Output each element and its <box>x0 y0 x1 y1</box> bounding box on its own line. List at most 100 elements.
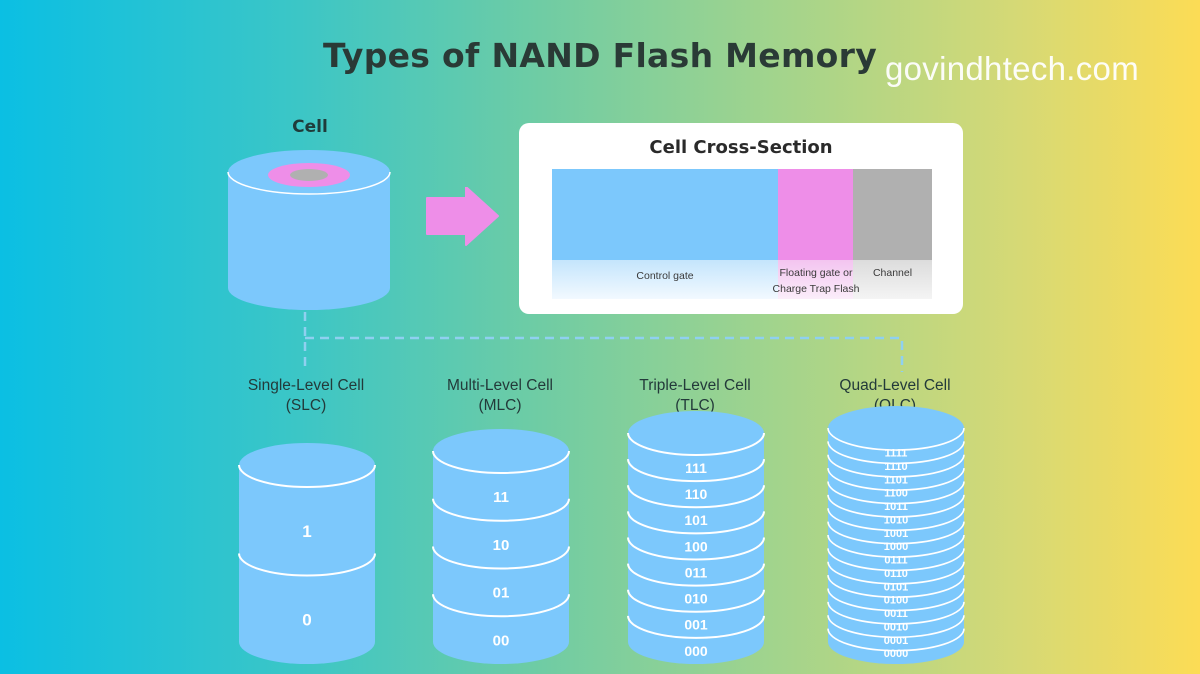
layer-divider <box>627 432 765 456</box>
layer-divider <box>432 546 570 570</box>
cell-label: Cell <box>292 117 328 137</box>
cylinder-body <box>433 451 569 664</box>
floating-gate-region <box>778 169 853 260</box>
floating-gate-label-line2: Charge Trap Flash <box>772 283 860 295</box>
mlc-name: Multi-Level Cell <box>447 377 553 394</box>
state-label: 000 <box>684 643 708 659</box>
layer-divider <box>238 464 376 488</box>
floating-gate-label-line1: Floating gate or <box>779 267 853 279</box>
state-label: 010 <box>684 591 708 607</box>
cylinder-top <box>828 406 964 450</box>
layer-divider <box>827 534 965 558</box>
floating-gate-foot <box>778 260 853 299</box>
state-label: 1001 <box>884 528 908 540</box>
floating-gate-label: Floating gate or Charge Trap Flash <box>760 265 872 297</box>
state-label: 0111 <box>884 555 907 567</box>
mlc-abbr: (MLC) <box>478 397 522 414</box>
cylinder-body <box>628 433 764 664</box>
layer-divider <box>827 561 965 585</box>
slc-abbr: (SLC) <box>285 397 327 414</box>
tlc-cylinder: 111 110 101 100 011 010 001 000 <box>627 411 765 664</box>
slc-cylinder: 10 <box>238 443 376 664</box>
state-label: 0011 <box>884 608 908 620</box>
state-label: 0000 <box>884 648 908 660</box>
slc-name: Single-Level Cell <box>247 377 365 394</box>
state-label: 10 <box>493 537 510 554</box>
tlc-abbr: (TLC) <box>675 397 715 414</box>
tlc-label: Triple-Level Cell (TLC) <box>610 376 780 416</box>
state-label: 110 <box>685 486 708 502</box>
cell-rim <box>227 171 391 195</box>
state-label: 1011 <box>884 501 908 513</box>
state-label: 0110 <box>884 568 908 580</box>
layer-divider <box>432 450 570 474</box>
layer-divider <box>827 548 965 572</box>
state-label: 1101 <box>884 474 908 486</box>
layer-divider <box>827 521 965 545</box>
layer-divider <box>827 468 965 491</box>
state-label: 1100 <box>884 488 908 500</box>
cylinder-body <box>239 465 375 664</box>
layer-divider <box>238 553 376 577</box>
mlc-cylinder: 11 10 01 00 <box>432 429 570 664</box>
state-label: 0101 <box>884 581 908 593</box>
layer-divider <box>432 498 570 522</box>
watermark: govindhtech.com <box>885 50 1139 87</box>
arrow-right-icon <box>426 187 499 246</box>
cross-section-title: Cell Cross-Section <box>649 137 833 158</box>
page-title: Types of NAND Flash Memory <box>322 36 878 75</box>
layer-divider <box>827 628 965 652</box>
layer-divider <box>627 615 765 639</box>
layer-divider <box>627 563 765 587</box>
layer-divider <box>627 537 765 561</box>
layer-divider <box>827 494 965 518</box>
layer-divider <box>627 485 765 509</box>
state-label: 0100 <box>884 595 908 607</box>
state-label: 1111 <box>885 448 908 460</box>
channel-core <box>290 169 328 181</box>
layer-divider <box>827 601 965 625</box>
state-label: 101 <box>684 512 708 528</box>
state-label: 1010 <box>884 514 908 526</box>
layer-divider <box>432 594 570 618</box>
state-label: 1110 <box>884 461 907 473</box>
layer-divider <box>827 441 965 465</box>
layer-divider <box>627 511 765 535</box>
layer-divider <box>827 575 965 598</box>
layer-divider <box>827 508 965 532</box>
state-label: 0001 <box>884 635 908 647</box>
layer-divider <box>827 481 965 505</box>
state-label: 11 <box>493 489 509 506</box>
layer-divider <box>827 615 965 639</box>
mlc-label: Multi-Level Cell (MLC) <box>415 376 585 416</box>
state-label: 011 <box>685 564 708 580</box>
cylinder-icon <box>227 150 391 310</box>
layer-divider <box>827 588 965 612</box>
channel-foot <box>853 260 932 299</box>
tlc-name: Triple-Level Cell <box>639 377 751 394</box>
layer-divider <box>627 589 765 613</box>
state-label: 00 <box>493 632 510 649</box>
cylinder-top <box>239 443 375 487</box>
control-gate-region <box>552 169 778 260</box>
layer-divider <box>627 459 765 483</box>
layer-divider <box>827 454 965 478</box>
slc-label: Single-Level Cell (SLC) <box>221 376 391 416</box>
channel-label: Channel <box>872 267 913 279</box>
dashed-connector <box>303 312 904 372</box>
cylinder-top <box>628 411 764 455</box>
state-label: 0010 <box>884 621 908 633</box>
layer-divider <box>827 427 965 451</box>
state-label: 100 <box>684 538 708 554</box>
cross-section-card: Cell Cross-Section Control gate Floating… <box>519 123 963 314</box>
state-label: 1000 <box>884 541 908 553</box>
state-label: 111 <box>685 460 707 476</box>
cross-section-diagram: Control gate Floating gate or Charge Tra… <box>552 169 932 299</box>
channel-region <box>853 169 932 260</box>
control-gate-foot <box>552 260 778 299</box>
cylinder-top <box>433 429 569 473</box>
state-label: 001 <box>684 617 708 633</box>
state-label: 01 <box>493 585 510 602</box>
qlc-name: Quad-Level Cell <box>839 377 951 394</box>
